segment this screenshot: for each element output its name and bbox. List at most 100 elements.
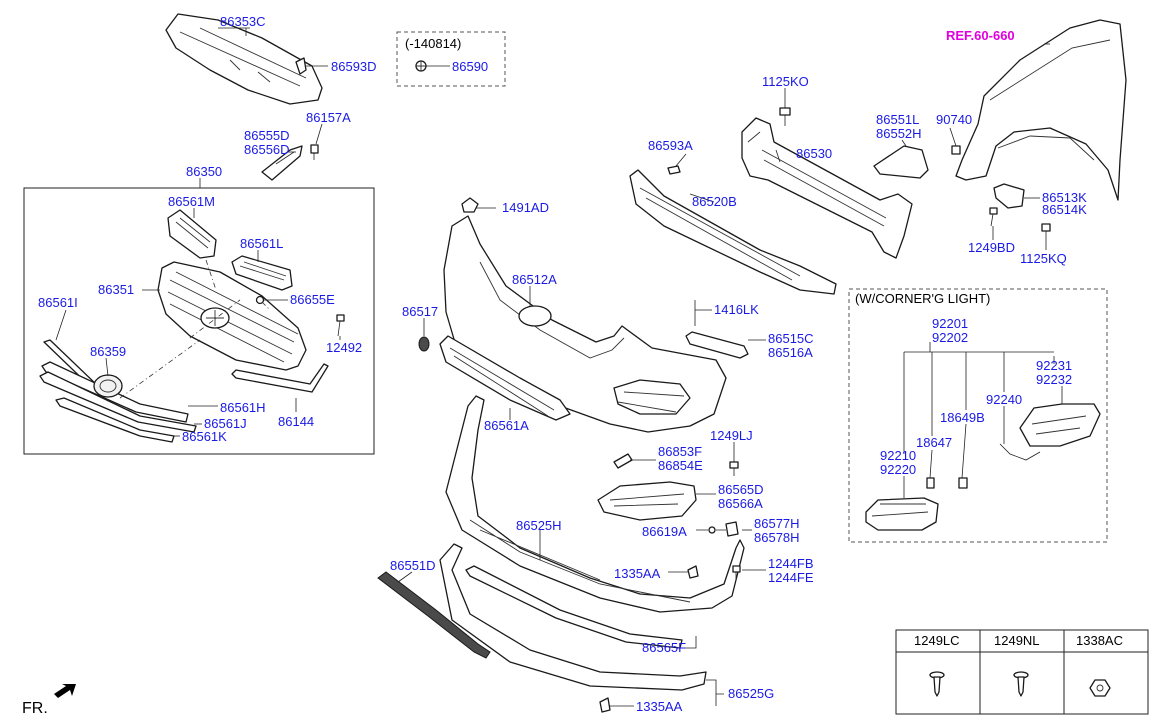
strip-86144 (231, 363, 329, 393)
radiator-grille-86351 (157, 261, 307, 371)
label-1491AD: 1491AD (502, 200, 549, 215)
front-bumper-cover-86512A (443, 215, 727, 433)
label-92201: 92201 (932, 316, 968, 331)
label-12492: 12492 (326, 340, 362, 355)
screw-1249NL-icon (1013, 671, 1029, 697)
fender-reference (955, 19, 1127, 201)
label-86520B: 86520B (692, 194, 737, 209)
label-86525H: 86525H (516, 518, 562, 533)
label-86561A: 86561A (484, 418, 529, 433)
label-86516A: 86516A (768, 345, 813, 360)
label-86565F: 86565F (642, 640, 686, 655)
table-header-1338AC: 1338AC (1076, 633, 1123, 648)
label-86619A: 86619A (642, 524, 687, 539)
label-1335AA-b: 1335AA (636, 699, 683, 714)
label-86555D: 86555D (244, 128, 290, 143)
nut-1338AC-icon (1089, 679, 1111, 697)
bolt-1125KQ (1041, 223, 1051, 232)
wiring-92240 (999, 443, 1041, 461)
label-1335AA-a: 1335AA (614, 566, 661, 581)
bolt-1249LJ (729, 461, 739, 476)
label-corner-light: (W/CORNER'G LIGHT) (855, 291, 990, 306)
bolt-90740 (951, 145, 961, 155)
strip-86561J (39, 371, 197, 433)
label-92210: 92210 (880, 448, 916, 463)
label-92232: 92232 (1036, 372, 1072, 387)
label-1244FE: 1244FE (768, 570, 814, 585)
label-86561M: 86561M (168, 194, 215, 209)
corner-light-box (848, 288, 1108, 543)
screw-1249LC-icon (929, 671, 945, 697)
label-86561I: 86561I (38, 295, 78, 310)
label-86561H: 86561H (220, 400, 266, 415)
bracket-86555D (261, 145, 303, 181)
label-92231: 92231 (1036, 358, 1072, 373)
bracket-86513K (993, 183, 1025, 209)
insert-86561L (231, 255, 293, 291)
grille-assembly-box (23, 187, 375, 455)
bolt-1249BD (989, 207, 998, 227)
label-1244FB: 1244FB (768, 556, 814, 571)
screw-1244FB (732, 565, 741, 580)
clip-86619A (708, 526, 716, 534)
label-86561J: 86561J (204, 416, 247, 431)
strip-86561K (55, 397, 175, 443)
fog-lamp-92201 (865, 497, 939, 531)
label-86590: 86590 (452, 59, 488, 74)
table-header-1249NL: 1249NL (994, 633, 1040, 648)
table-header-1249LC: 1249LC (914, 633, 960, 648)
variant-box (396, 31, 506, 87)
label-86359: 86359 (90, 344, 126, 359)
bulb-18649B (958, 477, 968, 489)
bracket-86551L (873, 145, 929, 179)
label-18649B: 18649B (940, 410, 985, 425)
bracket-86853F (613, 453, 633, 469)
label-86157A: 86157A (306, 110, 351, 125)
label-92202: 92202 (932, 330, 968, 345)
label-1249LJ: 1249LJ (710, 428, 753, 443)
clip-1491AD (461, 197, 479, 213)
energy-absorber-86520B (629, 169, 837, 295)
label-86525G: 86525G (728, 686, 774, 701)
label-86551D: 86551D (390, 558, 436, 573)
label-1416LK: 1416LK (714, 302, 759, 317)
label-92220: 92220 (880, 462, 916, 477)
label-86514K: 86514K (1042, 202, 1087, 217)
label-86578H: 86578H (754, 530, 800, 545)
label-86655E: 86655E (290, 292, 335, 307)
label-86853F: 86853F (658, 444, 702, 459)
bumper-beam-86530 (741, 117, 913, 259)
label-86515C: 86515C (768, 331, 814, 346)
part-86593A (667, 165, 681, 175)
label-86577H: 86577H (754, 516, 800, 531)
label-86551L: 86551L (876, 112, 919, 127)
label-86552H: 86552H (876, 126, 922, 141)
label-86556D: 86556D (244, 142, 290, 157)
clip-1335AA-a (687, 565, 699, 579)
emblem-86359 (93, 374, 123, 398)
label-86565D: 86565D (718, 482, 764, 497)
label-86561K: 86561K (182, 429, 227, 444)
label-90740: 90740 (936, 112, 972, 127)
lower-grille-86561A (439, 335, 571, 421)
label-86144: 86144 (278, 414, 314, 429)
clip-1335AA-b (599, 697, 611, 713)
label-86350: 86350 (186, 164, 222, 179)
fog-lamp-cover-86565D (597, 481, 697, 521)
label-86566A: 86566A (718, 496, 763, 511)
label-86593A: 86593A (648, 138, 693, 153)
skid-plate-86551D (377, 571, 491, 659)
label-1125KQ: 1125KQ (1020, 251, 1067, 266)
lower-lip-86525G (439, 543, 707, 691)
corner-lamp-92231 (1019, 403, 1101, 447)
label-86593D: 86593D (331, 59, 377, 74)
label-86351: 86351 (98, 282, 134, 297)
label-86512A: 86512A (512, 272, 557, 287)
strip-86565F (465, 565, 683, 649)
label-1125KO: 1125KO (762, 74, 809, 89)
label-ref-60-660: REF.60-660 (946, 28, 1015, 43)
label-86561L: 86561L (240, 236, 283, 251)
label-86854E: 86854E (658, 458, 703, 473)
